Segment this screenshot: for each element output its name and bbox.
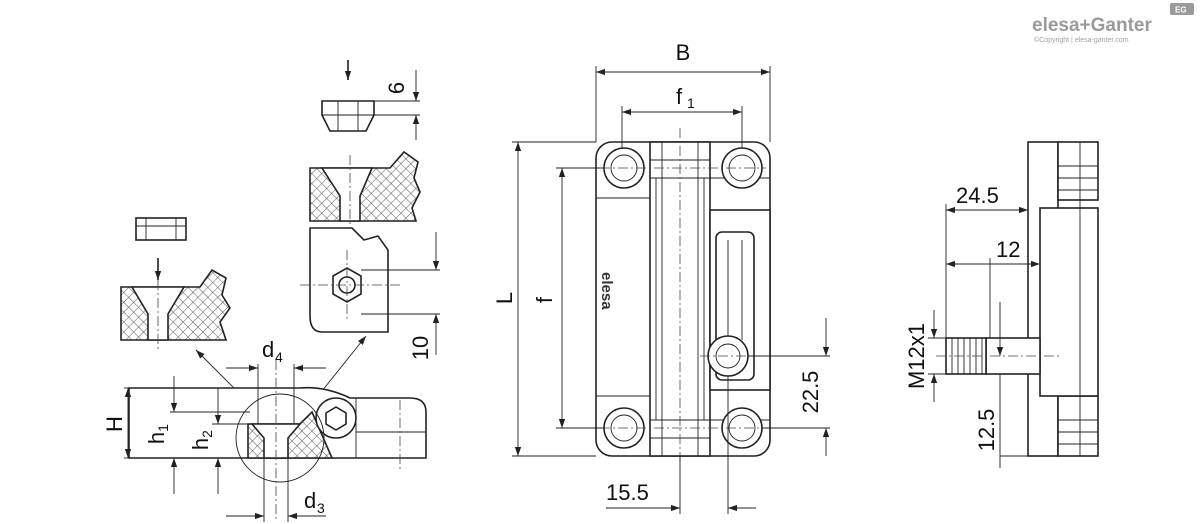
side-view-leaf (128, 360, 427, 522)
section-block-top (309, 150, 421, 230)
dim-12-label: 12 (996, 237, 1020, 262)
part-marking: elesa (598, 272, 615, 310)
dim-12-5-label: 12.5 (974, 409, 999, 452)
side-view-knuckle-hex (325, 406, 347, 431)
dim-22-5-label: 22.5 (798, 371, 823, 414)
side-cover-body (1039, 207, 1099, 397)
dim-f-label: f (532, 296, 557, 303)
section-block-top-body (309, 150, 421, 222)
insert-top-body (321, 100, 375, 132)
dim-d4-label: d (262, 337, 274, 362)
detail-circle (235, 393, 325, 483)
side-knuckle-top (1057, 141, 1099, 201)
dim-f1-sub: 1 (687, 95, 695, 111)
dim-d3-sub: 3 (317, 500, 325, 516)
dim-h1-sub: 1 (155, 424, 171, 432)
dim-heights: H h 1 h 2 (102, 376, 252, 494)
dim-d3-label: d (304, 488, 316, 513)
dim-H-label: H (102, 416, 127, 432)
right-side-view: 24.5 12 M12x1 12.5 (904, 141, 1099, 468)
dim-15-5-label: 15.5 (606, 480, 649, 505)
section-block-left (120, 258, 231, 352)
dim-thread-label: M12x1 (904, 323, 929, 389)
dim-L-label: L (492, 292, 517, 304)
brand-badge: EG (1175, 6, 1187, 15)
nut-pocket-view: 10 (300, 227, 440, 360)
dim-h2-sub: 2 (199, 430, 215, 438)
spacer-left-body (135, 217, 187, 241)
spacer-left (135, 217, 187, 241)
front-view: elesa B f 1 L f 22.5 15.5 (492, 40, 830, 514)
dim-d4: d 4 (226, 337, 326, 424)
dim-h1-label: h (144, 432, 169, 444)
brand-badge-shape (1170, 3, 1194, 15)
section-block-left-bore (130, 286, 186, 341)
insert-top: 6 (321, 60, 420, 140)
dim-f1-label: f (676, 84, 683, 109)
side-knuckle-bottom (1057, 395, 1099, 457)
brand-copyright: ©Copyright | elesa-ganter.com (1034, 36, 1129, 44)
brand-name: elesa+Ganter (1032, 15, 1152, 36)
dim-d4-sub: 4 (275, 349, 283, 365)
section-block-top-bore (320, 167, 374, 222)
left-section-details: 6 (102, 60, 440, 522)
dim-d3: d 3 (226, 458, 326, 522)
dim-h2-label: h (188, 438, 213, 450)
dim-24-5-label: 24.5 (956, 183, 999, 208)
dim-6-label: 6 (384, 82, 409, 94)
dim-10-label: 10 (408, 336, 433, 360)
brand-logo: elesa+Ganter EG ©Copyright | elesa-gante… (1032, 3, 1194, 44)
dim-B-label: B (676, 40, 691, 65)
section-block-left-body (120, 268, 231, 341)
